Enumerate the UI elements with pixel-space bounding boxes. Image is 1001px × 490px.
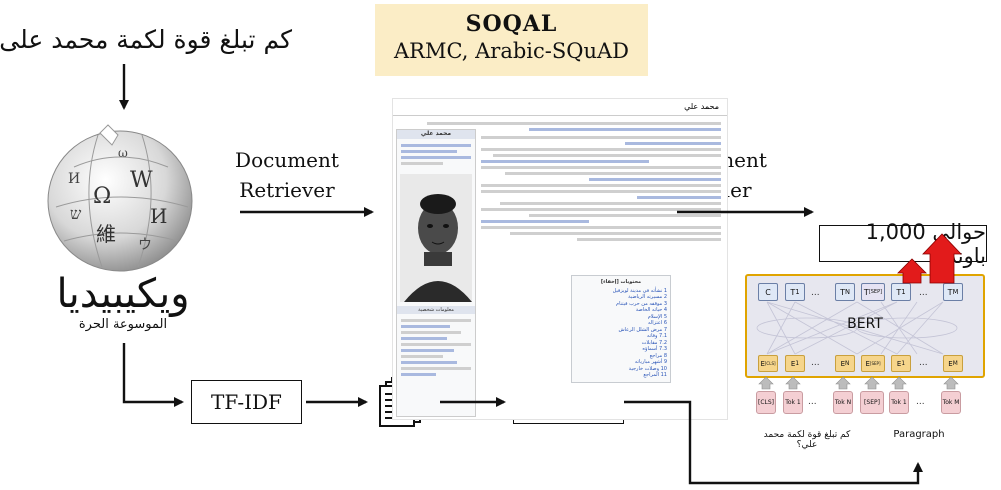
svg-text:ウ: ウ bbox=[138, 237, 152, 253]
input-question: كم تبلغ قوة لكمة محمد على؟ bbox=[0, 25, 292, 54]
bert-output-t1p-sub: 1 bbox=[901, 288, 906, 296]
toc-item[interactable]: 4 حياته الخاصة bbox=[635, 307, 667, 313]
title-box: SOQAL ARMC, Arabic-SQuAD bbox=[375, 4, 648, 76]
bert-output-t1-sub: 1 bbox=[795, 288, 800, 296]
bert-embedding-dots-2: ... bbox=[919, 358, 928, 368]
toc-item[interactable]: 6 اعتزاله bbox=[647, 320, 667, 326]
bert-input-dots-2: ... bbox=[916, 397, 925, 407]
title-line-1: SOQAL bbox=[465, 11, 558, 37]
bert-input-tok1p: Tok 1 bbox=[889, 391, 909, 414]
bert-input-tok1: Tok 1 bbox=[783, 391, 803, 414]
bert-embedding-sep-text: E bbox=[865, 359, 870, 368]
bert-output-tmp-sub: M bbox=[952, 288, 959, 296]
wiki-to-tfidf-arrow bbox=[122, 343, 184, 407]
wikipedia-article-snapshot: محمد علي محمد علي معلومات شخصية bbox=[392, 98, 728, 420]
bert-output-tsep-sub: [SEP] bbox=[868, 289, 883, 295]
wikipedia-globe-icon: Ω W И И 維 ש ウ ω bbox=[38, 117, 203, 275]
infobox-title: محمد علي bbox=[397, 130, 475, 139]
bert-embedding-en-sub: N bbox=[845, 360, 850, 367]
toc-item[interactable]: 10 وصلات خارجية bbox=[628, 365, 667, 372]
bert-embedding-e1p-sub: 1 bbox=[901, 360, 906, 367]
bert-input-dots-1: ... bbox=[808, 397, 817, 407]
bert-output-dots-1: ... bbox=[811, 288, 820, 298]
bert-input-sep: [SEP] bbox=[860, 391, 884, 414]
bert-output-cls: C bbox=[758, 283, 778, 301]
bert-embedding-dots-1: ... bbox=[811, 358, 820, 368]
article-toc: محتويات [إخفاء] 1 نشأته في مدينة لويزفيل… bbox=[571, 275, 671, 383]
toc-item[interactable]: 8 مراجع bbox=[649, 352, 667, 359]
tfidf-box-1: TF-IDF bbox=[191, 380, 302, 424]
svg-text:維: 維 bbox=[96, 222, 116, 246]
bert-embedding-cls: E[CLS] bbox=[758, 355, 778, 372]
svg-text:И: И bbox=[150, 204, 167, 228]
bert-label: BERT bbox=[847, 316, 883, 332]
wikipedia-wordmark: ويكيبيديا bbox=[56, 271, 190, 317]
title-line-2: ARMC, Arabic-SQuAD bbox=[393, 39, 630, 63]
svg-text:ω: ω bbox=[118, 146, 128, 160]
toc-item[interactable]: 2 مسيرته الرياضية bbox=[628, 294, 667, 300]
bert-paragraph-label: Paragraph bbox=[893, 429, 945, 440]
wikipedia-tagline: الموسوعة الحرة bbox=[78, 317, 168, 332]
bert-embedding-e1-sub: 1 bbox=[795, 360, 800, 367]
tfidf-to-paragraph-arrow bbox=[624, 400, 923, 485]
bert-connections bbox=[756, 301, 958, 355]
svg-text:W: W bbox=[130, 168, 153, 193]
bert-output-cls-text: C bbox=[765, 287, 771, 297]
bert-embedding-e1-text: E bbox=[790, 359, 796, 368]
bert-embedding-e1p-text: E bbox=[896, 359, 902, 368]
toc-item[interactable]: 7.1 وفاته bbox=[647, 333, 667, 339]
bert-embedding-sep-sub: [SEP] bbox=[869, 361, 881, 366]
bert-embedding-en-text: E bbox=[840, 359, 846, 368]
bert-question-label: كم تبلغ قوة لكمة محمد علي؟ bbox=[763, 430, 851, 450]
bert-output-tn-text: T bbox=[840, 287, 845, 297]
svg-text:Ω: Ω bbox=[93, 184, 111, 209]
article-body-text bbox=[481, 133, 721, 244]
bert-embedding-cls-text: E bbox=[760, 359, 765, 368]
article-heading: محمد علي bbox=[393, 99, 727, 116]
toc-title: محتويات [إخفاء] bbox=[600, 279, 642, 285]
svg-text:И: И bbox=[68, 171, 80, 187]
bert-output-tsep-text: T bbox=[863, 287, 869, 297]
toc-item[interactable]: 1 نشأته في مدينة لويزفيل bbox=[612, 287, 667, 294]
answer-span-arrows bbox=[897, 233, 962, 284]
bert-output-dots-2: ... bbox=[919, 288, 928, 298]
toc-item[interactable]: 11 المراجع bbox=[643, 372, 667, 378]
article-infobox: محمد علي معلومات شخصية bbox=[396, 129, 476, 417]
bert-embedding-emp-text: E bbox=[948, 359, 953, 368]
retriever-label-line-1: Document bbox=[235, 148, 339, 172]
toc-item[interactable]: 7.3 أسماؤه bbox=[642, 346, 667, 352]
bert-output-tmp-text: T bbox=[947, 287, 953, 297]
bert-input-tokmp: Tok M bbox=[941, 391, 961, 414]
bert-embedding-emp-sub: M bbox=[952, 360, 958, 367]
toc-item[interactable]: 7.2 مقابلات bbox=[641, 339, 667, 346]
retriever-label-line-2: Retriever bbox=[239, 178, 335, 202]
infobox-caption: معلومات شخصية bbox=[397, 305, 475, 314]
bert-output-tsep: T[SEP] bbox=[861, 283, 885, 301]
bert-output-tn-sub: N bbox=[844, 288, 850, 296]
bert-output-t1p-text: T bbox=[896, 287, 902, 297]
bert-embedding-sep: E[SEP] bbox=[861, 355, 885, 372]
token-up-arrows bbox=[758, 376, 959, 390]
bert-output-t1-text: T bbox=[790, 287, 796, 297]
toc-item[interactable]: 3 موقفه من حرب فيتنام bbox=[616, 300, 667, 307]
bert-embedding-cls-sub: [CLS] bbox=[764, 361, 776, 366]
bert-input-tokn: Tok N bbox=[833, 391, 853, 414]
toc-item[interactable]: 5 الإسلام bbox=[647, 313, 667, 320]
toc-item[interactable]: 9 أشهر مبارياته bbox=[634, 359, 667, 365]
bert-input-cls: [CLS] bbox=[756, 391, 776, 414]
retriever-label: Document Retriever bbox=[222, 145, 352, 205]
portrait-photo bbox=[400, 173, 472, 302]
svg-text:ש: ש bbox=[70, 204, 82, 223]
toc-item[interactable]: 7 مرض الشلل الرعاش bbox=[618, 326, 667, 333]
